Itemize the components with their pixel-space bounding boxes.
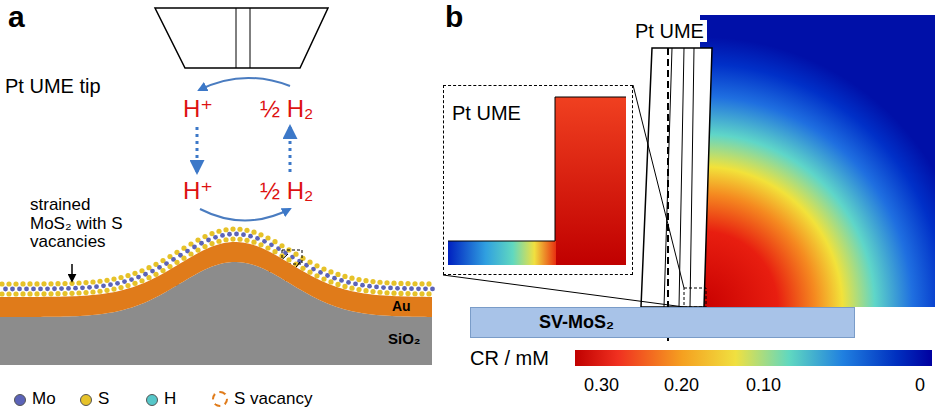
material-label: strained MoS₂ with S vacancies: [30, 196, 132, 252]
tip-wire-line: [679, 48, 684, 307]
species-label: H⁺: [183, 96, 213, 122]
tick-label: 0.30: [584, 376, 619, 396]
sv-mos2-substrate: SV-MoS₂: [470, 307, 855, 338]
legend-text: S vacancy: [234, 390, 312, 409]
concentration-field: [700, 15, 935, 307]
legend-swatch: [212, 391, 228, 407]
diffusion-arrow: [289, 127, 292, 172]
ume-tip-label: Pt UME tip: [5, 75, 101, 97]
legend-text: H: [164, 390, 176, 409]
legend-text: S: [98, 390, 109, 409]
tick-label: 0.10: [746, 376, 781, 396]
legend-swatch: [146, 394, 158, 406]
sio2-substrate-label: SiO₂: [388, 331, 421, 348]
color-bar: [575, 350, 932, 366]
ume-inset-label: Pt UME: [452, 102, 521, 124]
tick-label: 0: [915, 376, 925, 396]
tip-label: Pt UME: [632, 20, 707, 42]
zoom-line: [443, 275, 684, 307]
ume-inset: Pt UME: [443, 85, 633, 275]
sv-mos2-substrate-label: SV-MoS₂: [539, 313, 614, 333]
panel-letter: b: [445, 0, 463, 33]
tick-label: 0.20: [664, 376, 699, 396]
diffusion-arrow: [196, 127, 199, 172]
ume-tip-body: [641, 48, 712, 307]
legend-swatch: [14, 394, 26, 406]
cycle-arrow: [199, 78, 290, 90]
legend-swatch: [80, 394, 92, 406]
leader-arrow: [71, 264, 73, 281]
species-label: H⁺: [183, 178, 213, 204]
zoom-line: [633, 85, 684, 288]
species-label: ½ H₂: [260, 96, 313, 122]
ume-tip: Pt UME tip: [3, 5, 338, 105]
symmetry-axis: [667, 48, 669, 345]
tip-wire-line: [690, 48, 694, 307]
colorbar-title: CR / mM: [470, 347, 549, 369]
au-layer-label: Au: [392, 299, 411, 314]
zoom-box: [684, 288, 706, 307]
panel-letter: a: [8, 0, 25, 33]
species-label: ½ H₂: [260, 178, 313, 204]
cycle-arrow: [200, 209, 290, 221]
legend-text: Mo: [32, 390, 56, 409]
